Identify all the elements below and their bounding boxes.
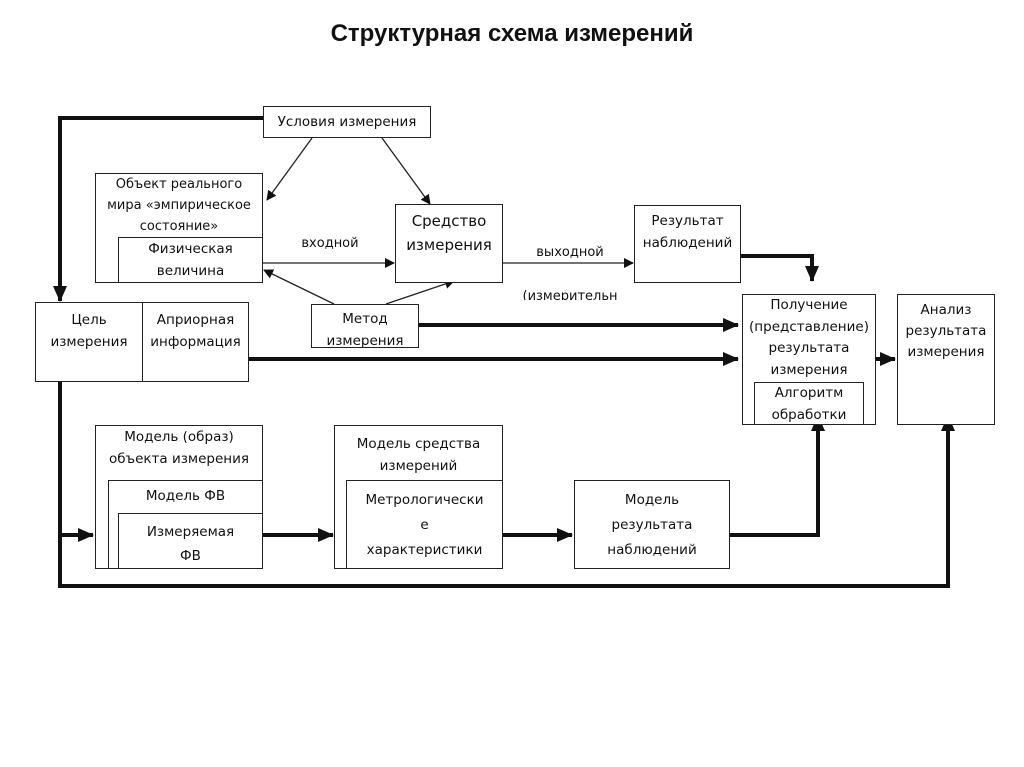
conditions-box: Условия измерения <box>263 106 431 138</box>
arrow-conditions-to-instrument <box>381 137 431 205</box>
apriori-label: Априорная информация <box>150 312 241 350</box>
instrument-label: Средство измерения <box>406 212 492 254</box>
goal-box: Цель измерения <box>35 302 143 382</box>
arrow-method-to-quantity <box>263 269 335 305</box>
arrow-goal-to-analysis <box>58 415 955 588</box>
obtaining-label: Получение (представление) результата изм… <box>749 297 869 378</box>
apriori-box: Априорная информация <box>142 302 249 382</box>
metrological-box: Метрологически е характеристики <box>346 480 503 569</box>
arrow-conditions-to-goal <box>53 116 263 302</box>
arrow-conditions-to-object <box>266 137 313 201</box>
conditions-label: Условия измерения <box>277 114 417 130</box>
arrow-method-to-instrument <box>385 279 455 305</box>
observation-result-box: Результат наблюдений <box>634 205 741 283</box>
metrological-label: Метрологически е характеристики <box>365 492 484 558</box>
analysis-label: Анализ результата измерения <box>905 302 987 360</box>
observation-result-label: Результат наблюдений <box>642 213 733 251</box>
arrow-observation-model-to-algorithm <box>730 415 825 537</box>
physical-quantity-box: Физическая величина <box>118 237 263 283</box>
input-signal-label: входной <box>301 236 359 251</box>
measured-pv-label: Измеряемая ФВ <box>146 524 235 564</box>
method-box: Метод измерения <box>311 304 419 348</box>
object-model-label: Модель (образ) объекта измерения <box>108 429 250 467</box>
output-signal-text: выходной (измерительн ый) сигнал <box>522 245 618 300</box>
goal-label: Цель измерения <box>50 312 128 350</box>
algorithm-label: Алгоритм обработки <box>771 385 847 423</box>
pv-model-label: Модель ФВ <box>145 488 226 504</box>
object-label: Объект реального мира «эмпирическое сост… <box>107 177 251 234</box>
page-title: Структурная схема измерений <box>330 20 694 47</box>
measured-pv-box: Измеряемая ФВ <box>118 513 263 569</box>
instrument-box: Средство измерения <box>395 204 503 283</box>
instrument-model-label: Модель средства измерений <box>356 436 481 474</box>
analysis-box: Анализ результата измерения <box>897 294 995 425</box>
observation-model-label: Модель результата наблюдений <box>607 492 697 558</box>
physical-quantity-label: Физическая величина <box>148 241 233 279</box>
algorithm-box: Алгоритм обработки <box>754 382 864 425</box>
output-signal-label: выходной (измерительн ый) сигнал <box>510 220 630 300</box>
arrow-goal-to-model <box>58 382 94 542</box>
observation-model-box: Модель результата наблюдений <box>574 480 730 569</box>
method-label: Метод измерения <box>326 311 404 348</box>
arrow-result-to-obtaining <box>741 254 819 282</box>
